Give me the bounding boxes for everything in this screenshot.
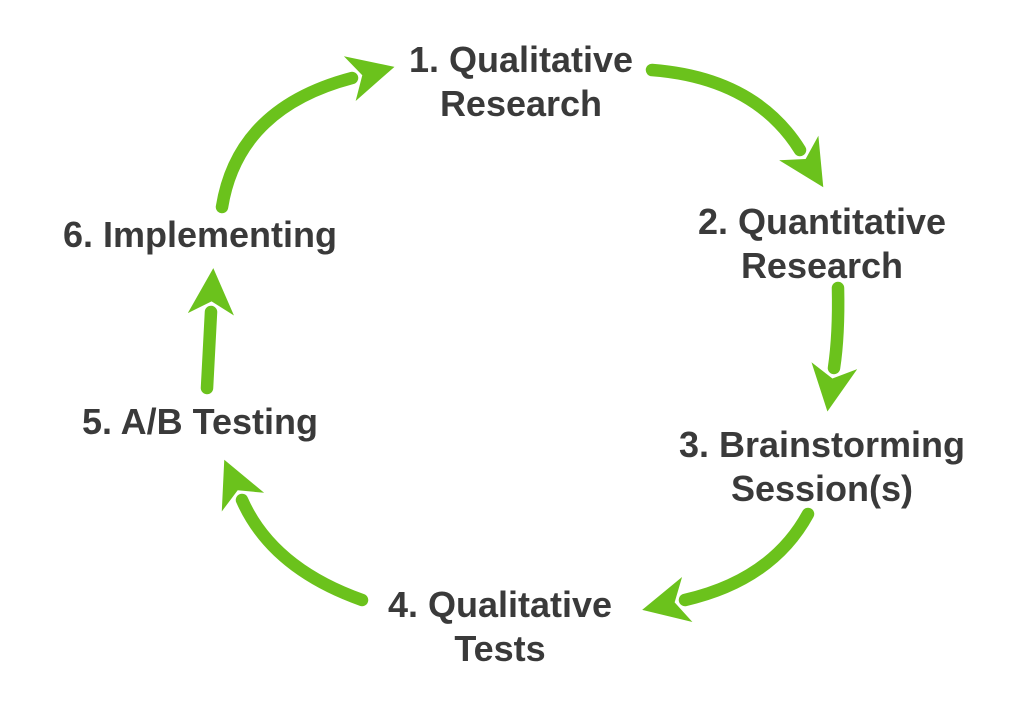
- step-1-qualitative-research-label: 1. Qualitative Research: [408, 39, 634, 124]
- step-3-brainstorming-sessions-label: 3. Brainstorming Session(s): [678, 424, 966, 509]
- arrow-1-to-2-icon: [645, 63, 824, 188]
- arrow-6-to-1-icon: [215, 56, 395, 214]
- step-5-ab-testing-label: 5. A/B Testing: [81, 401, 319, 442]
- arrow-3-to-4-icon: [642, 507, 815, 623]
- arrow-2-to-3-icon: [811, 281, 858, 412]
- step-4-qualitative-tests-label: 4. Qualitative Tests: [387, 584, 613, 669]
- step-2-quantitative-research-label: 2. Quantitative Research: [697, 201, 947, 286]
- arrow-4-to-5-icon: [221, 459, 369, 607]
- arrow-5-to-6-icon: [187, 268, 234, 395]
- step-6-implementing-label: 6. Implementing: [62, 214, 338, 255]
